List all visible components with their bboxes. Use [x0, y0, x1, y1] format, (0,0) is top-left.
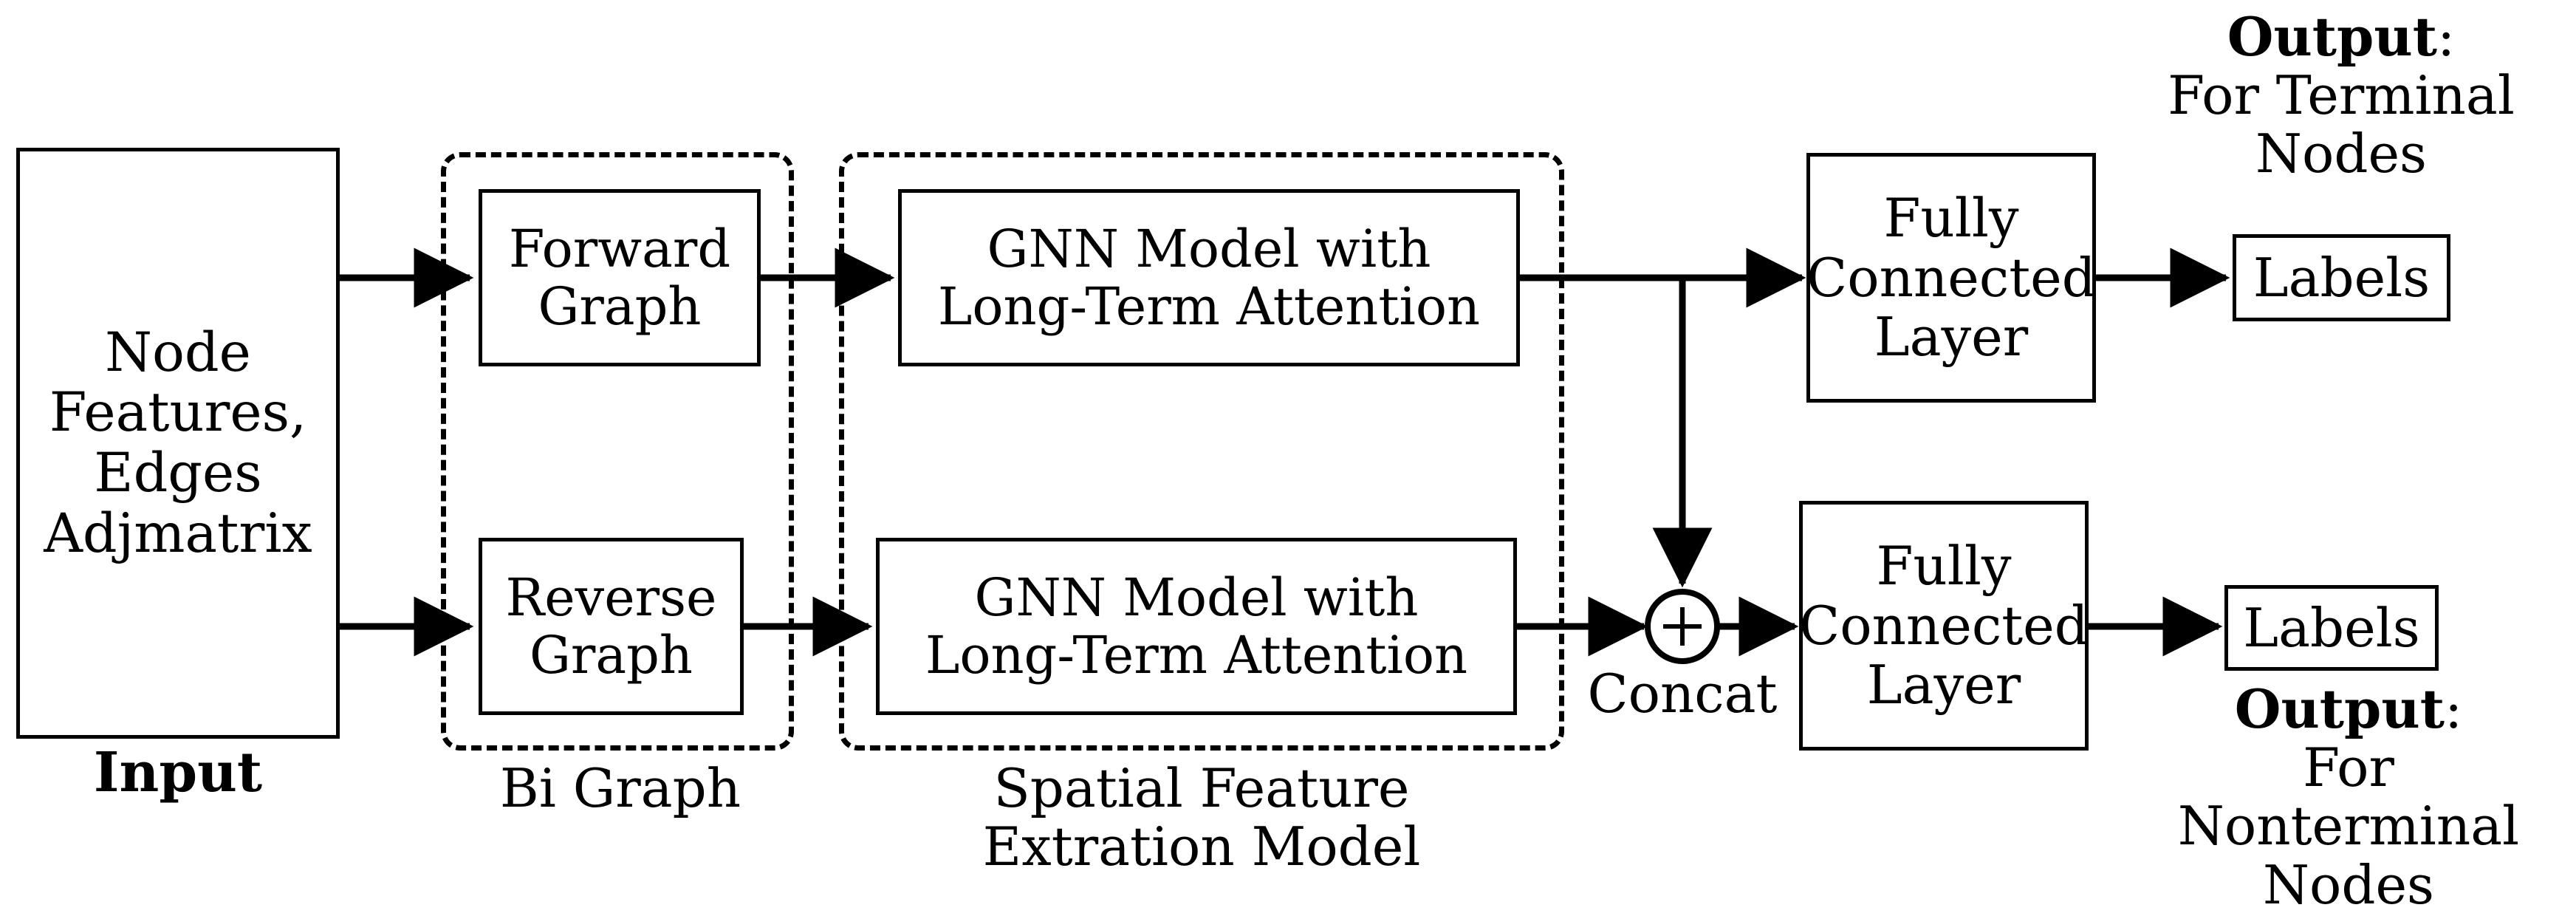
fully-connected-layer-bottom: Fully Connected Layer [1799, 501, 2089, 751]
reverse-graph-box: Reverse Graph [479, 538, 744, 715]
forward-graph-box: Forward Graph [479, 189, 761, 366]
spatial-feature-group [839, 152, 1564, 751]
labels-box-top: Labels [2233, 234, 2450, 321]
output-top-colon: : [2437, 6, 2456, 68]
output-bottom-detail: For Nonterminal Nodes [2177, 736, 2520, 916]
output-bottom-prefix: Output [2234, 677, 2445, 740]
gnn-model-top-box: GNN Model with Long-Term Attention [898, 189, 1520, 366]
output-top-annotation: Output: For Terminal Nodes [2134, 7, 2548, 184]
input-box: Node Features, Edges Adjmatrix [16, 148, 340, 739]
output-bottom-annotation: Output: For Nonterminal Nodes [2127, 680, 2570, 915]
gnn-model-bottom-box: GNN Model with Long-Term Attention [876, 538, 1517, 715]
bi-graph-group [441, 152, 794, 751]
concat-caption: Concat [1587, 663, 1778, 725]
fully-connected-layer-top: Fully Connected Layer [1806, 153, 2096, 403]
output-top-prefix: Output [2227, 5, 2437, 68]
output-top-detail: For Terminal Nodes [2168, 64, 2515, 185]
input-caption: Input [93, 741, 263, 804]
output-bottom-colon: : [2445, 678, 2463, 740]
bi-graph-caption: Bi Graph [499, 757, 741, 819]
labels-box-bottom: Labels [2224, 585, 2439, 671]
spatial-feature-caption: Spatial Feature Extration Model [982, 757, 1421, 878]
